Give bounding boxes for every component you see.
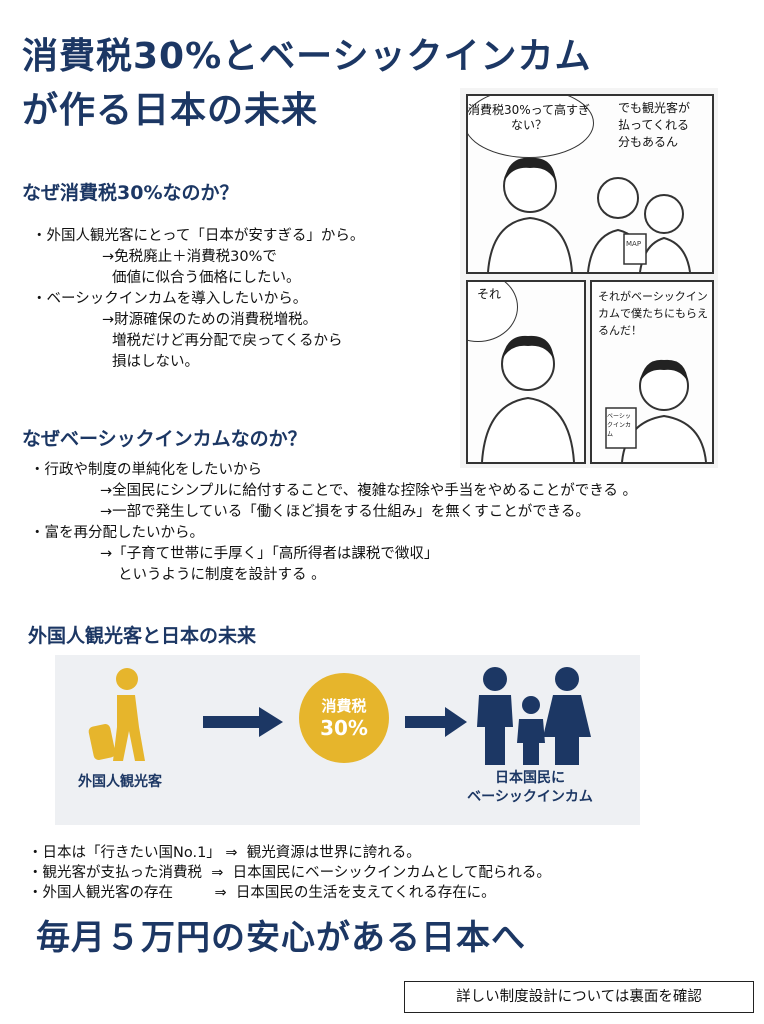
text-line: →全国民にシンプルに給付することで、複雑な控除や手当をやめることができる 。: [100, 483, 638, 499]
comic-panel-1: 消費税30%って高すぎない？ でも観光客が払ってくれる分もあるん MAP: [466, 94, 714, 274]
comic-text: それがベーシックインカムで僕たちにもらえるんだ！: [598, 290, 708, 337]
tax-label: 消費税: [321, 697, 367, 715]
text-line: というように制度を設計する 。: [118, 567, 326, 583]
bullet-line: ・観光客が支払った消費税 ⇒ 日本国民にベーシックインカムとして配られる。: [28, 865, 551, 881]
title-line-2: が作る日本の未来: [22, 90, 319, 131]
text-line: ・外国人観光客にとって「日本が安すぎる」から。: [32, 228, 365, 244]
summary-bullets: ・日本は「行きたい国No.1」 ⇒ 観光資源は世界に誇れる。・観光客が支払った消…: [28, 843, 551, 903]
arrow-right-icon: [405, 707, 467, 737]
text-line: 損はしない。: [112, 354, 199, 370]
text-line: →財源確保のための消費税増税。: [102, 312, 318, 328]
comic-panel-2: それ: [466, 280, 586, 464]
text-line: 価値に似合う価格にしたい。: [112, 270, 301, 286]
page-title: 消費税30%とベーシックインカム が作る日本の未来: [22, 30, 591, 138]
map-label: MAP: [626, 240, 641, 248]
people-illustration: MAP: [487, 157, 691, 272]
tax-badge: 消費税 30%: [299, 673, 389, 763]
speech-bubble: 消費税30%って高すぎない？: [468, 96, 594, 158]
section3-heading: 外国人観光客と日本の未来: [28, 625, 257, 647]
tax-value: 30%: [320, 716, 368, 740]
infographic: 外国人観光客 消費税 30% 日本国民に ベーシックインカム: [55, 655, 640, 825]
bullet-line: ・外国人観光客の存在 ⇒ 日本国民の生活を支えてくれる存在に。: [28, 885, 496, 901]
text-line: 増税だけど再分配で戻ってくるから: [112, 333, 343, 349]
section2-heading: なぜベーシックインカムなのか？: [22, 428, 307, 450]
text-line: ・ベーシックインカムを導入したいから。: [32, 291, 308, 307]
slogan: 毎月５万円の安心がある日本へ: [36, 918, 526, 958]
family-icon: [477, 667, 591, 765]
result-label-line: ベーシックインカム: [467, 789, 593, 805]
section2-body: ・行政や制度の単純化をしたいから →全国民にシンプルに給付することで、複雑な控除…: [30, 460, 637, 586]
man-thinking-illustration: [481, 335, 575, 462]
man-with-card-illustration: [605, 359, 707, 462]
section1-body: ・外国人観光客にとって「日本が安すぎる」から。 →免税廃止＋消費税30%で 価値…: [32, 226, 364, 373]
result-label-line: 日本国民に: [495, 770, 565, 786]
back-page-note: 詳しい制度設計については裏面を確認: [404, 981, 754, 1013]
text-line: ・行政や制度の単純化をしたいから: [30, 462, 262, 478]
text-line: →免税廃止＋消費税30%で: [102, 249, 277, 265]
arrow-right-icon: [203, 707, 283, 737]
text-line: →一部で発生している「働くほど損をする仕組み」を無くすことができる。: [100, 504, 590, 520]
title-line-1: 消費税30%とベーシックインカム: [22, 36, 592, 77]
result-label: 日本国民に ベーシックインカム: [435, 769, 625, 807]
comic-strip: 消費税30%って高すぎない？ でも観光客が払ってくれる分もあるん MAP それ …: [460, 88, 718, 468]
card-label: ベーシックインカム: [607, 413, 632, 438]
comic-panel-3: それがベーシックインカムで僕たちにもらえるんだ！ ベーシックインカム: [590, 280, 714, 464]
bullet-line: ・日本は「行きたい国No.1」 ⇒ 観光資源は世界に誇れる。: [28, 845, 421, 861]
text-line: ・富を再分配したいから。: [30, 525, 204, 541]
section1-heading: なぜ消費税30%なのか？: [22, 182, 239, 204]
text-line: →「子育て世帯に手厚く」「高所得者は課税で徴収」: [100, 546, 439, 562]
traveler-label: 外国人観光客: [78, 774, 162, 790]
comic-text: でも観光客が払ってくれる分もあるん: [618, 101, 691, 149]
traveler-icon: [88, 668, 145, 761]
